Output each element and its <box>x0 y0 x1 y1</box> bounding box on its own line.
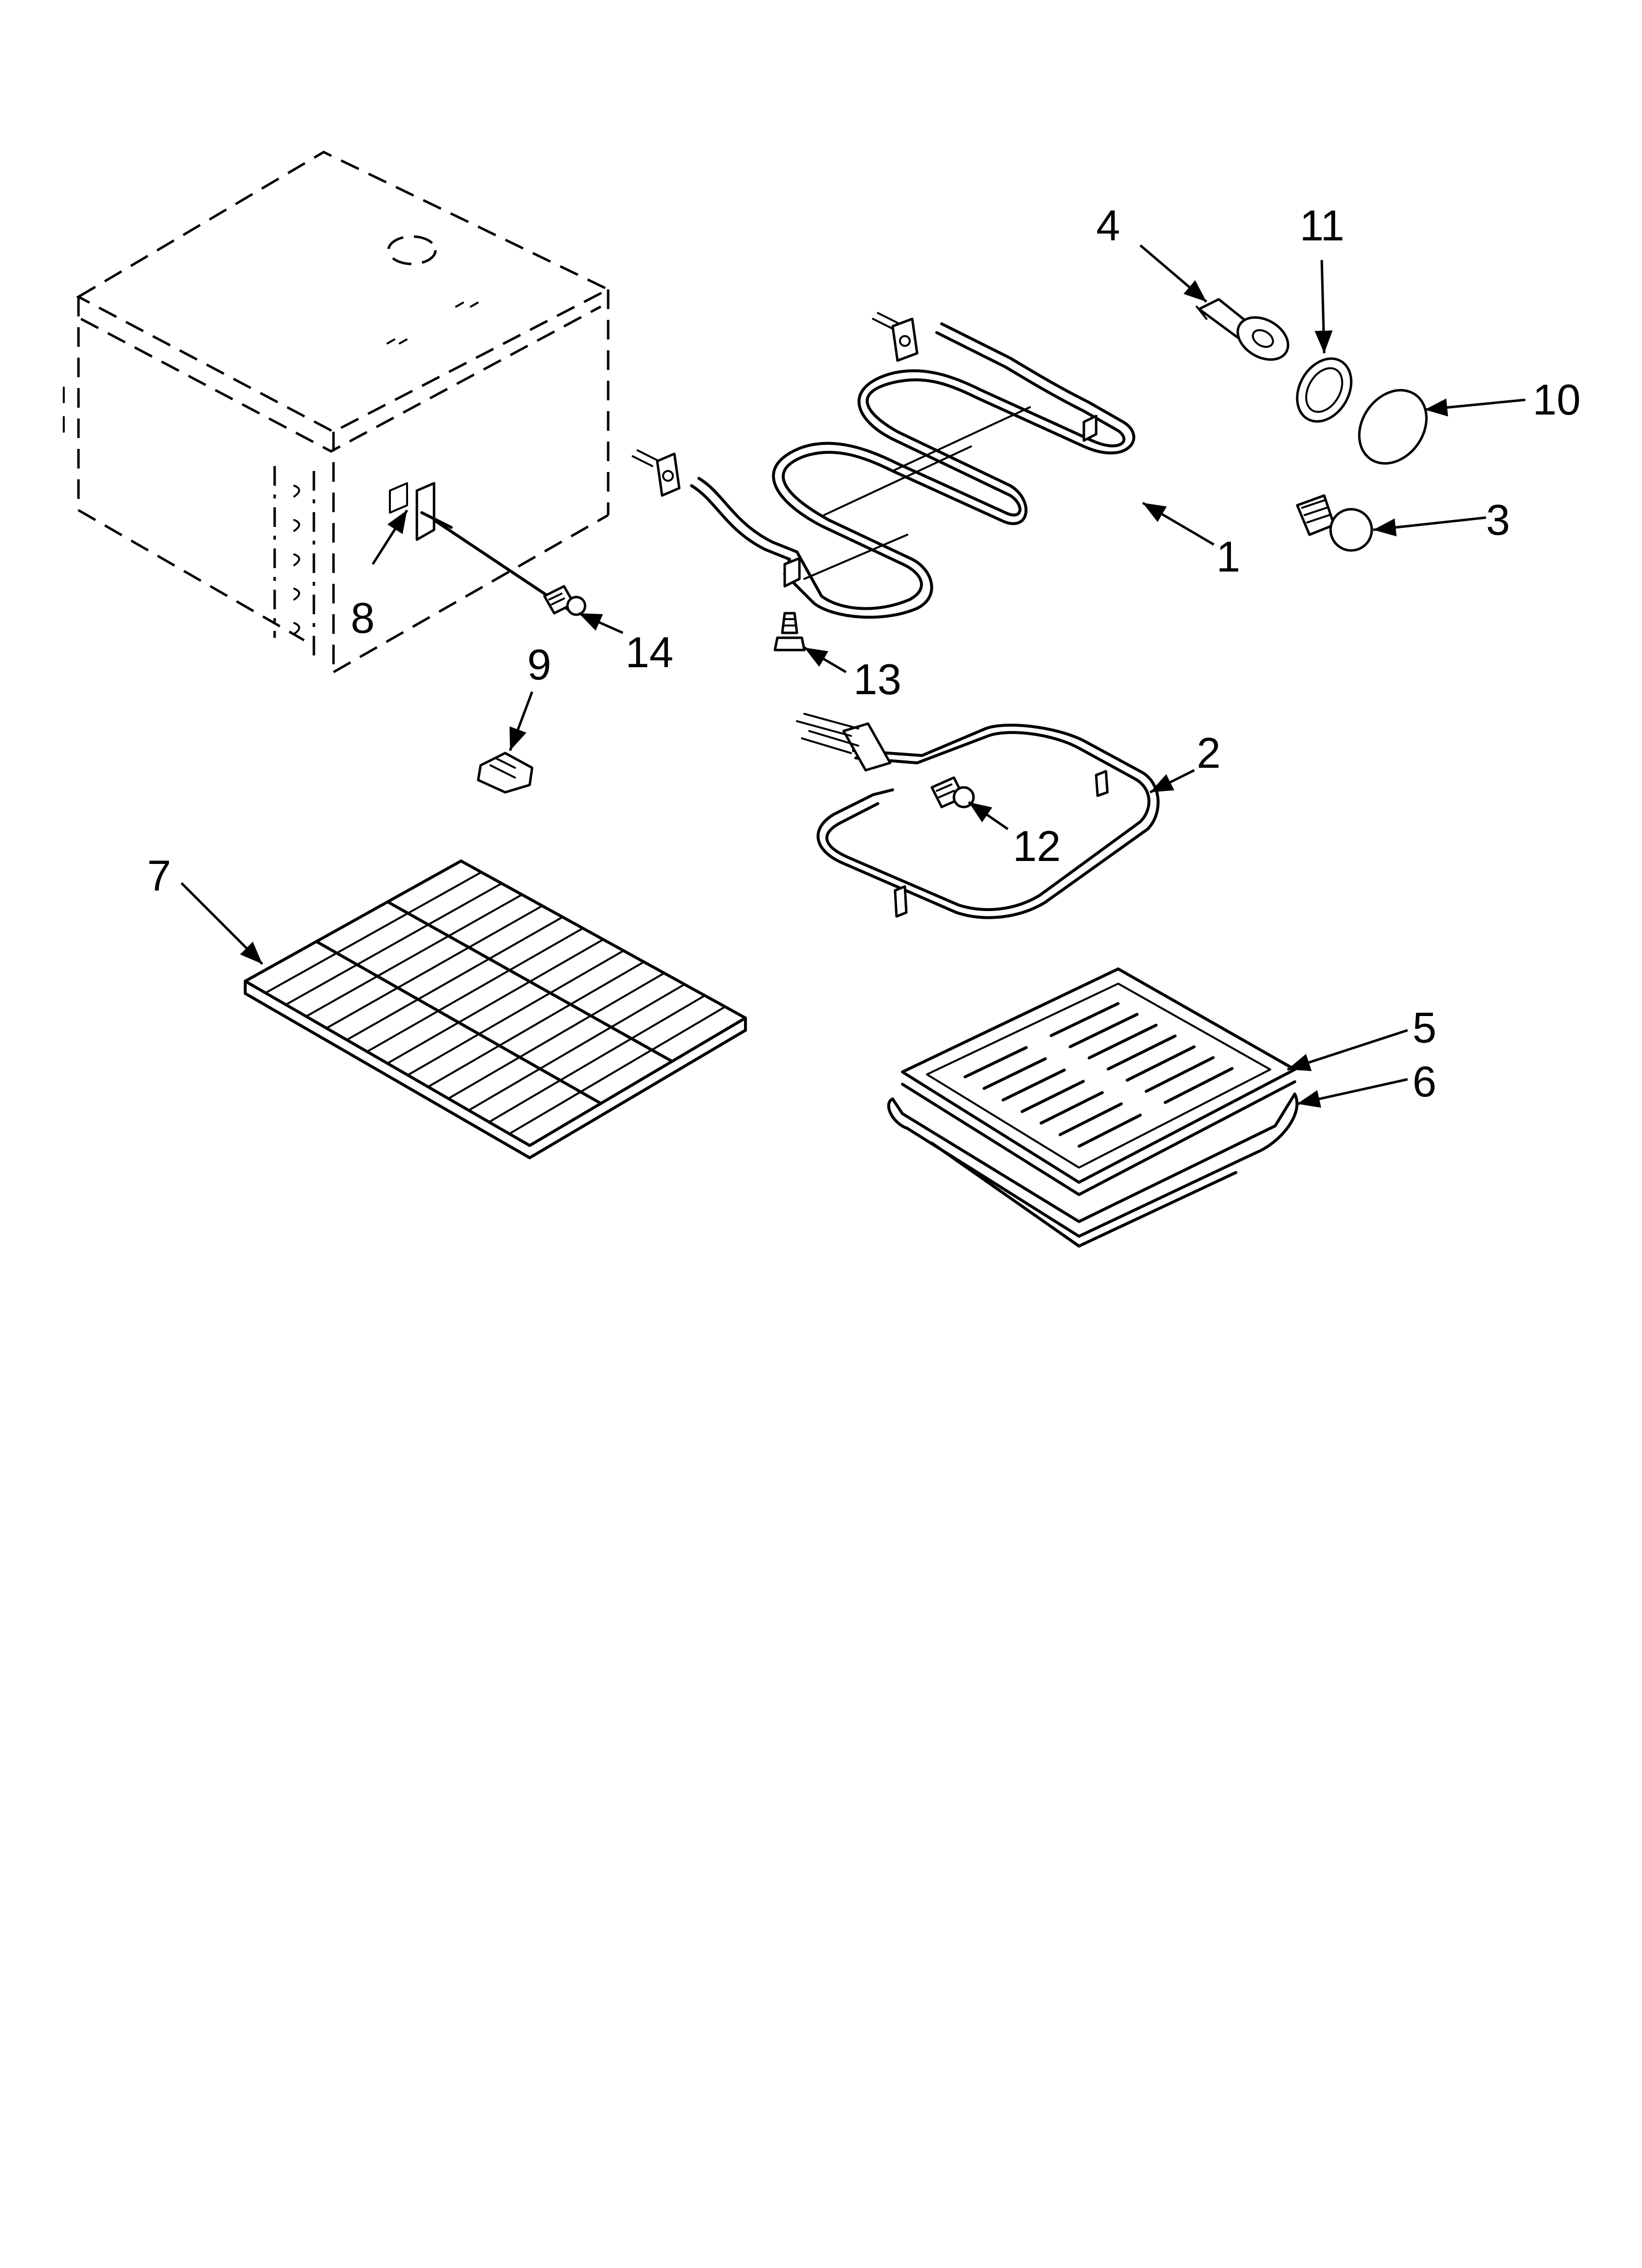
rack-bar <box>305 893 523 1017</box>
part-8-sensor-bracket <box>389 482 575 615</box>
rack-bar <box>427 961 645 1088</box>
part-7-oven-rack <box>244 860 747 1159</box>
pan-slot <box>1050 1002 1120 1037</box>
part-4-lamp-socket <box>1196 298 1289 361</box>
callout-9: 9 <box>527 640 551 689</box>
callout-3: 3 <box>1486 495 1510 544</box>
callout-14: 14 <box>625 628 673 677</box>
rack-cross-support <box>315 940 603 1105</box>
rack-bar <box>467 983 686 1112</box>
pan-slot <box>1021 1080 1085 1113</box>
part-14-screw <box>543 585 587 616</box>
rack-bar <box>366 927 584 1053</box>
part-11-gasket <box>1296 357 1353 423</box>
part-12-screw <box>930 776 975 808</box>
callout-10: 10 <box>1533 375 1581 424</box>
rack-bar <box>325 905 543 1029</box>
callout-2: 2 <box>1197 729 1221 777</box>
pan-slot <box>1069 1013 1139 1048</box>
pan-slot <box>1106 1034 1177 1071</box>
oven-cavity-outline <box>63 151 611 674</box>
part-5-broil-pan-grid <box>901 967 1296 1196</box>
pan-slot <box>1001 1069 1066 1102</box>
part-2-broil-element <box>796 713 1160 919</box>
rack-cross-support <box>386 900 674 1063</box>
part-13-screw <box>773 612 806 652</box>
rack-bar <box>386 938 604 1065</box>
callout-12: 12 <box>1013 822 1061 870</box>
callout-11: 11 <box>1300 201 1344 250</box>
pan-slot <box>1145 1056 1215 1093</box>
pan-slot <box>1078 1114 1142 1148</box>
callout-leaders <box>180 244 1526 1108</box>
pan-slot <box>1126 1045 1196 1082</box>
callout-6: 6 <box>1412 1057 1437 1106</box>
callout-1: 1 <box>1216 532 1240 581</box>
part-3-light-bulb <box>1296 494 1373 552</box>
callout-5: 5 <box>1412 1003 1437 1052</box>
pan-slot <box>1058 1102 1123 1136</box>
rack-bar <box>508 1006 726 1135</box>
rack-bar <box>346 916 564 1041</box>
pan-slot <box>982 1057 1047 1090</box>
pan-slot <box>1163 1067 1234 1104</box>
pan-slot <box>963 1046 1028 1079</box>
rack-bar <box>447 972 666 1100</box>
part-6-broil-pan <box>887 1093 1299 1248</box>
rack-bar <box>407 949 625 1076</box>
callout-labels: 1 2 3 4 5 6 7 8 9 10 11 12 13 14 <box>147 201 1581 1106</box>
rack-bar <box>264 871 483 994</box>
callout-13: 13 <box>853 655 901 704</box>
part-10-lamp-lens <box>1358 389 1428 465</box>
callout-4: 4 <box>1096 201 1120 250</box>
callout-7: 7 <box>147 851 171 900</box>
rack-bar <box>488 994 706 1123</box>
part-1-bake-element <box>632 312 1135 619</box>
pan-slot <box>1087 1023 1158 1060</box>
rack-bar <box>284 882 503 1006</box>
callout-8: 8 <box>351 594 375 642</box>
pan-slot <box>1039 1091 1104 1125</box>
part-9-clip <box>477 752 534 794</box>
